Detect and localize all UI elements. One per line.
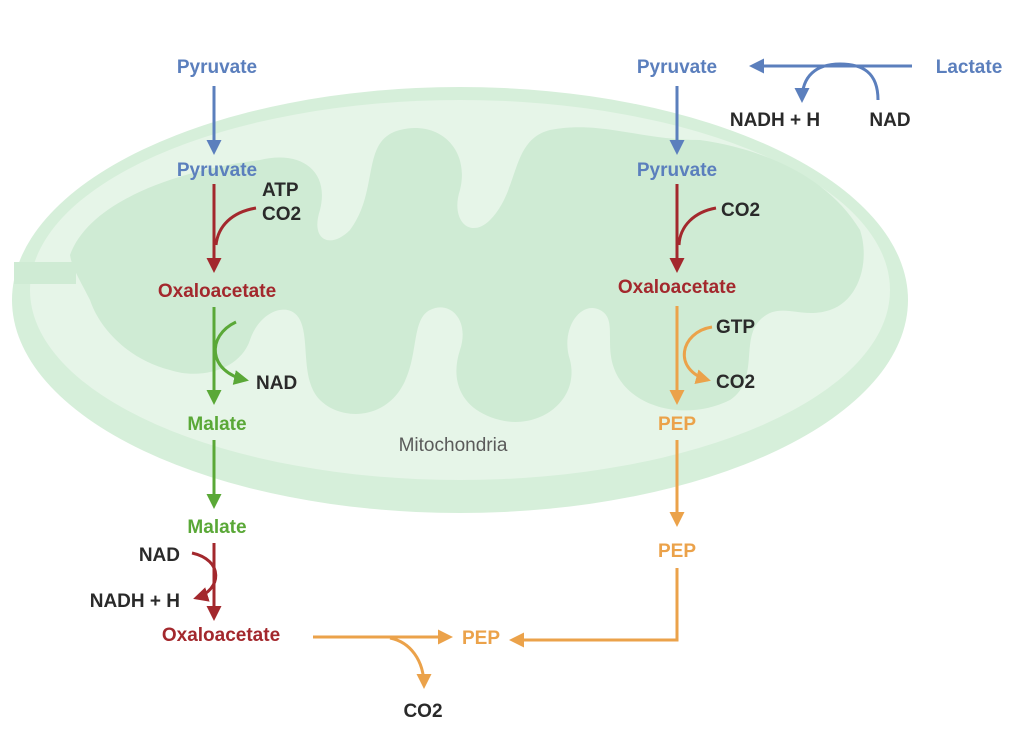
right-gtp-label: GTP <box>716 317 755 338</box>
right-carboxylation-input-curve <box>677 206 717 246</box>
left-reduction-output-curve <box>213 320 249 385</box>
right-decarboxylation-curve <box>682 325 713 385</box>
left-malate-cytosol-label: Malate <box>187 517 246 538</box>
left-decarboxylation-output-curve <box>389 636 432 689</box>
left-pyruvate-mito-label: Pyruvate <box>177 160 257 181</box>
left-malate-mito-label: Malate <box>187 414 246 435</box>
left-pyruvate-cytosol-label: Pyruvate <box>177 57 257 78</box>
right-pathway: Pyruvate Lactate NADH + H NAD Pyruvate C… <box>509 57 1003 648</box>
left-co2-out-label: CO2 <box>403 701 442 722</box>
pep-cytosol-label: PEP <box>462 628 500 649</box>
left-nadh-out-label: NADH + H <box>90 591 180 612</box>
lactate-cofactor-curve <box>794 62 880 103</box>
mito-cristae <box>70 127 864 422</box>
left-pathway: Pyruvate Pyruvate ATP CO2 Oxaloacetate N… <box>90 57 501 722</box>
right-co2-out-label: CO2 <box>716 372 755 393</box>
right-pyruvate-cytosol-label: Pyruvate <box>637 57 717 78</box>
lactate-label: Lactate <box>936 57 1003 78</box>
left-oxidation-curve <box>191 551 218 602</box>
right-pep-mito-label: PEP <box>658 414 696 435</box>
right-pep-cytosol-label: PEP <box>658 541 696 562</box>
right-pep-to-cytosol-pep-arrow <box>509 568 679 648</box>
mito-stalk <box>14 262 76 284</box>
left-carboxylation-input-curve <box>214 206 257 246</box>
right-pyruvate-mito-label: Pyruvate <box>637 160 717 181</box>
mitochondrion <box>12 87 908 513</box>
left-oxaloacetate-cytosol-label: Oxaloacetate <box>162 625 280 646</box>
left-nad-in-label: NAD <box>139 545 180 566</box>
lactate-nad-label: NAD <box>869 110 910 131</box>
left-co2-in-label: CO2 <box>262 204 301 225</box>
right-co2-in-label: CO2 <box>721 200 760 221</box>
right-oxaloacetate-mito-label: Oxaloacetate <box>618 277 736 298</box>
left-oxaloacetate-mito-label: Oxaloacetate <box>158 281 276 302</box>
left-nad-out-label: NAD <box>256 373 297 394</box>
mitochondria-label: Mitochondria <box>399 435 508 456</box>
left-atp-label: ATP <box>262 180 299 201</box>
lactate-nadh-label: NADH + H <box>730 110 820 131</box>
